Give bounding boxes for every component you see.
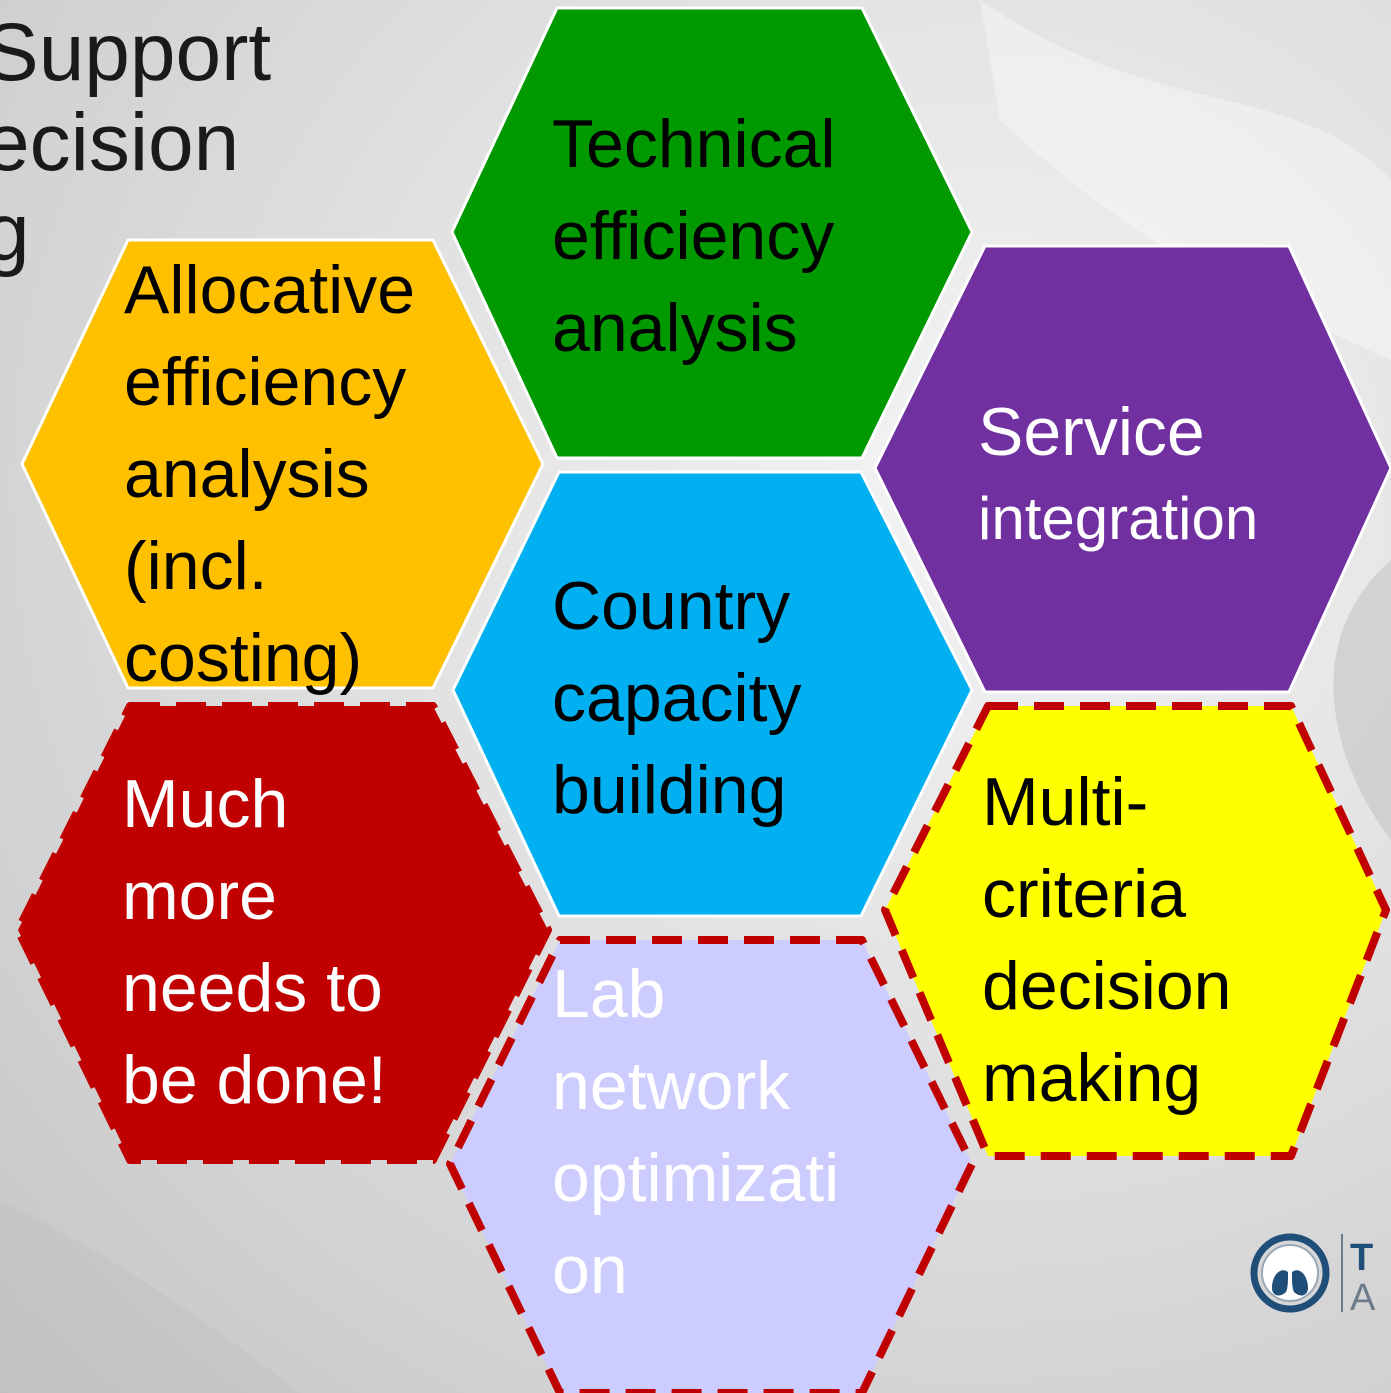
hexagon-lab-network	[446, 936, 976, 1393]
label-line: Much	[122, 766, 289, 842]
label-line: Allocative	[124, 252, 416, 328]
hexagon-much-more-label: Much more needs to be done!	[122, 758, 387, 1126]
hexagon-shape	[450, 6, 974, 460]
label-line: integration	[978, 485, 1259, 552]
label-line: optimizati	[552, 1140, 840, 1216]
label-line: efficiency	[552, 198, 835, 274]
hexagon-technical-efficiency	[450, 6, 974, 460]
heading-line-3: g	[0, 187, 30, 278]
hexagon-country-capacity	[451, 470, 974, 918]
label-line: be done!	[122, 1042, 387, 1118]
label-line: decision	[982, 948, 1232, 1024]
hexagon-shape	[873, 244, 1391, 694]
hexagon-multi-criteria	[881, 702, 1390, 1160]
slide-heading: Support ecision g	[0, 8, 271, 278]
label-line: analysis	[124, 436, 370, 512]
label-line: Multi-	[982, 764, 1149, 840]
hexagon-shape	[14, 702, 552, 1164]
hexagon-shape	[20, 238, 545, 690]
label-line: network	[552, 1048, 791, 1124]
hexagon-allocative-efficiency	[20, 238, 545, 690]
label-line: criteria	[982, 856, 1187, 932]
hexagon-service-label: Service integration	[978, 390, 1258, 561]
hexagon-multi-criteria-label: Multi- criteria decision making	[982, 756, 1232, 1124]
hexagon-allocative-label: Allocative efficiency analysis (incl. co…	[124, 244, 415, 704]
hexagon-technical-label: Technical efficiency analysis	[552, 98, 836, 374]
label-line: (incl.	[124, 528, 268, 604]
label-line: needs to	[122, 950, 383, 1026]
organization-logo: T A	[1250, 1233, 1376, 1318]
hexagon-shape	[881, 702, 1390, 1160]
heading-line-1: Support	[0, 7, 272, 98]
hexagon-shape	[446, 936, 976, 1393]
label-line: Country	[552, 568, 791, 644]
label-line: building	[552, 752, 787, 828]
heading-line-2: ecision	[0, 97, 240, 188]
label-line: Lab	[552, 956, 666, 1032]
label-line: costing)	[124, 620, 363, 696]
hexagon-much-more	[14, 702, 552, 1164]
logo-letter-top: T	[1350, 1237, 1373, 1279]
label-line: Service	[978, 394, 1205, 470]
label-line: analysis	[552, 290, 798, 366]
label-line: on	[552, 1232, 628, 1308]
logo-letter-bottom: A	[1350, 1277, 1376, 1318]
lungs-logo-icon	[1250, 1233, 1330, 1313]
label-line: efficiency	[124, 344, 407, 420]
hexagon-service-integration	[873, 244, 1391, 694]
hexagon-shape	[451, 470, 974, 918]
label-line: more	[122, 858, 277, 934]
hexagon-lab-network-label: Lab network optimizati on	[552, 948, 839, 1316]
label-line: Technical	[552, 106, 836, 182]
hexagon-country-label: Country capacity building	[552, 560, 801, 836]
label-line: capacity	[552, 660, 802, 736]
label-line: making	[982, 1040, 1202, 1116]
